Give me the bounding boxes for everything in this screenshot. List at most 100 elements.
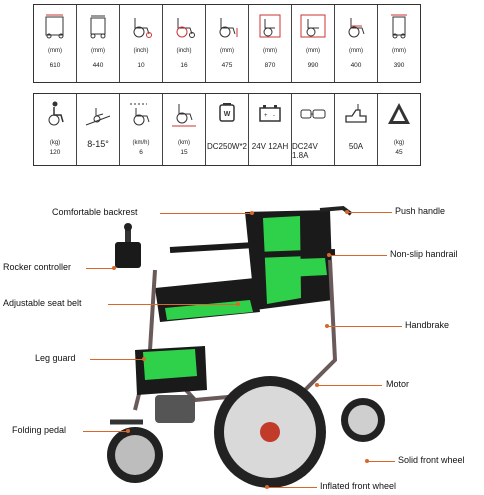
joystick — [125, 228, 131, 242]
callout-dot — [236, 302, 240, 306]
spec-climbing-angle: 8-15° — [77, 94, 120, 165]
joystick-knob — [124, 223, 132, 231]
callout-line — [86, 268, 114, 270]
callout-non-slip-handrail: Non-slip handrail — [390, 249, 458, 259]
spec-controller: 50A — [335, 94, 378, 165]
climbing-angle-icon — [85, 108, 111, 126]
folded-depth-icon — [391, 14, 407, 39]
spec-value: 50A — [348, 142, 364, 151]
spec-max-load: (kg) 120 — [34, 94, 77, 165]
battery-icon: +- — [259, 105, 281, 122]
spec-unit: (inch) — [176, 48, 192, 54]
spec-value: 390 — [393, 62, 405, 69]
spec-unit: (kg) — [49, 140, 61, 146]
leg-guard-panel — [143, 349, 197, 380]
spec-value: 990 — [307, 62, 319, 69]
rear-wheel-hub — [260, 422, 280, 442]
spec-value: 8-15° — [87, 139, 109, 149]
spec-overall-width: (mm) 610 — [34, 5, 77, 82]
front-wheel-icon — [133, 18, 152, 38]
dimensions-spec-table: (mm) 610 (mm) 440 (inch) 10 (inch) 16 (m… — [33, 4, 421, 83]
spec-unit: (km) — [178, 140, 190, 146]
spec-unit: (mm) — [220, 48, 234, 54]
spec-folded-depth: (mm) 390 — [378, 5, 420, 82]
spec-value: 6 — [139, 149, 143, 156]
spec-value: 475 — [221, 62, 233, 69]
spec-front-wheel: (inch) 10 — [120, 5, 163, 82]
spec-unit: (km/h) — [132, 140, 150, 146]
callout-line — [330, 255, 387, 257]
spec-range: (km) 15 — [163, 94, 206, 165]
callout-line — [268, 487, 317, 489]
right-handrail — [254, 249, 336, 258]
callout-motor: Motor — [386, 379, 410, 389]
rear-wheel-icon — [176, 18, 195, 38]
spec-value: 120 — [49, 149, 61, 156]
spec-charger: DC24V 1.8A — [292, 94, 335, 165]
motor-icon: W — [219, 103, 235, 122]
callout-dot — [265, 485, 269, 489]
controller-icon — [345, 104, 367, 123]
spec-unit: (inch) — [133, 48, 149, 54]
callout-dot — [327, 253, 331, 257]
callout-leg-guard: Leg guard — [35, 353, 76, 363]
spec-unit: (kg) — [393, 140, 405, 146]
spec-value: 15 — [180, 149, 188, 156]
spec-seat-height: (mm) 475 — [206, 5, 249, 82]
callout-line — [83, 431, 128, 433]
callout-line — [368, 461, 395, 463]
spec-unit: (mm) — [392, 48, 406, 54]
spec-rear-wheel: (inch) 16 — [163, 5, 206, 82]
svg-text:-: - — [273, 113, 275, 119]
spec-value: DC250W*2 — [206, 142, 247, 151]
spec-weight: (kg) 45 — [378, 94, 420, 165]
spec-overall-length: (mm) 990 — [292, 5, 335, 82]
performance-spec-table: (kg) 120 8-15° (km/h) 6 (km) 15 W DC250W… — [33, 93, 421, 166]
lumbar-pad — [265, 258, 327, 278]
electric-wheelchair-image — [107, 205, 385, 488]
callout-dot — [142, 357, 146, 361]
spec-seat-depth: (mm) 400 — [335, 5, 378, 82]
callout-line — [108, 304, 238, 306]
spec-unit: (mm) — [349, 48, 363, 54]
callout-line — [328, 326, 402, 328]
callout-rocker-controller: Rocker controller — [3, 262, 72, 272]
callout-inflated-front-wheel: Inflated front wheel — [320, 481, 397, 491]
seat-depth-icon — [348, 18, 365, 38]
callout-handbrake: Handbrake — [405, 320, 450, 330]
max-load-icon — [48, 101, 64, 126]
spec-unit: (mm) — [263, 48, 277, 54]
svg-text:+: + — [264, 113, 268, 119]
left-handrail — [169, 242, 256, 253]
seat-height-icon — [219, 18, 238, 38]
spec-value: 24V 12AH — [251, 142, 289, 151]
callout-dot — [345, 210, 349, 214]
speed-icon — [130, 103, 150, 126]
callout-adjustable-seat-belt: Adjustable seat belt — [3, 298, 82, 308]
callout-comfortable-backrest: Comfortable backrest — [52, 207, 138, 217]
spec-value: 440 — [92, 62, 104, 69]
callout-line — [318, 385, 382, 387]
spec-value: 45 — [395, 149, 403, 156]
spec-folded-width: (mm) 440 — [77, 5, 120, 82]
callout-dot — [112, 266, 116, 270]
weight-icon — [388, 103, 410, 124]
spec-speed: (km/h) 6 — [120, 94, 163, 165]
callout-dot — [315, 383, 319, 387]
spec-value: DC24V 1.8A — [292, 142, 318, 160]
spec-battery: +- 24V 12AH — [249, 94, 292, 165]
callout-folding-pedal: Folding pedal — [12, 425, 67, 435]
callout-dot — [365, 459, 369, 463]
callout-dot — [325, 324, 329, 328]
range-icon — [172, 104, 196, 127]
callout-line — [348, 212, 392, 214]
spec-motor: W DC250W*2 — [206, 94, 249, 165]
motor-box-text: W — [224, 111, 231, 118]
overall-width-icon — [45, 14, 64, 39]
spec-value: 16 — [180, 62, 188, 69]
motor-housing — [155, 395, 195, 423]
callout-dot — [126, 429, 130, 433]
spec-value: 400 — [350, 62, 362, 69]
rear-left-rim — [115, 435, 155, 475]
rocker-controller-box — [115, 242, 141, 268]
